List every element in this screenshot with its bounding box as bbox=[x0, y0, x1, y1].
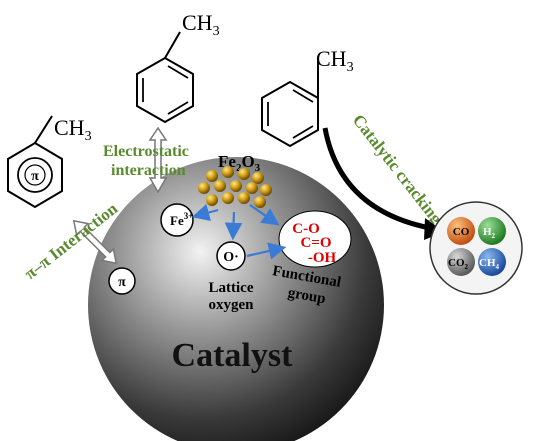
svg-text:CO2: CO2 bbox=[448, 257, 469, 271]
catalytic-cracking-label: Catalytic cracking bbox=[349, 111, 447, 228]
svg-text:CH4: CH4 bbox=[479, 257, 500, 271]
fe2o3-particle bbox=[206, 194, 218, 206]
fe2o3-particle bbox=[214, 180, 226, 192]
toluene-right: CH3 bbox=[261, 46, 354, 148]
fe2o3-label: Fe bbox=[218, 152, 236, 171]
fe3-label: Fe bbox=[170, 213, 184, 228]
ch4-label: CH bbox=[479, 257, 496, 269]
co2-label: CO bbox=[448, 257, 465, 269]
h2-molecule: H2 bbox=[478, 217, 506, 245]
electrostatic-label-line1: Electrostatic bbox=[103, 143, 189, 160]
fe3-site: Fe3+ bbox=[160, 203, 194, 237]
functional-group-c-double-o: C=O bbox=[300, 235, 331, 251]
co-molecule: CO bbox=[447, 217, 475, 245]
svg-text:Fe3+: Fe3+ bbox=[170, 211, 193, 228]
ch3-label: CH bbox=[54, 115, 85, 140]
electrostatic-double-arrow bbox=[148, 126, 168, 194]
pi-site-label: π bbox=[118, 275, 126, 290]
co2-molecule: CO2 bbox=[447, 248, 475, 276]
catalyst-label: Catalyst bbox=[172, 337, 294, 374]
product-gases: CO H2 CO2 CH4 bbox=[429, 201, 523, 295]
fe2o3-particle bbox=[260, 184, 272, 196]
fe2o3-particle bbox=[238, 192, 250, 204]
fe2o3-particle bbox=[230, 180, 242, 192]
fe2o3-particle bbox=[222, 192, 234, 204]
functional-group-bubble: C-O C=O -OH bbox=[278, 210, 352, 268]
ch4-molecule: CH4 bbox=[478, 248, 506, 276]
functional-group-co: C-O bbox=[292, 221, 320, 237]
svg-text:Fe2O3: Fe2O3 bbox=[218, 152, 261, 174]
lattice-oxygen-site: O· bbox=[216, 241, 246, 271]
electrostatic-label-line2: interaction bbox=[111, 162, 186, 179]
pi-site: π bbox=[108, 267, 136, 295]
functional-group-oh: -OH bbox=[308, 250, 337, 266]
fe2o3-particle bbox=[222, 166, 234, 178]
pi-pi-double-arrow bbox=[72, 219, 118, 265]
fe2o3-particle bbox=[206, 170, 218, 182]
lattice-label-line1: Lattice bbox=[209, 280, 254, 296]
lattice-label-line2: oxygen bbox=[209, 297, 255, 313]
blue-arrows bbox=[191, 204, 287, 260]
h2-label: H bbox=[483, 226, 492, 238]
svg-text:CH3: CH3 bbox=[316, 46, 354, 75]
toluene-left: π CH3 bbox=[7, 115, 92, 209]
fe2o3-particle bbox=[198, 182, 210, 194]
o-radical-label: O· bbox=[223, 250, 239, 265]
svg-text:CH3: CH3 bbox=[54, 115, 92, 144]
fe2o3-particle bbox=[246, 182, 258, 194]
co-label: CO bbox=[453, 226, 470, 238]
fe2o3-particle bbox=[238, 168, 250, 180]
svg-text:CH3: CH3 bbox=[182, 10, 220, 39]
ch3-subscript: 3 bbox=[85, 129, 92, 144]
ch3-subscript: 3 bbox=[347, 60, 354, 75]
ch3-label: CH bbox=[316, 46, 347, 71]
svg-text:H2: H2 bbox=[483, 226, 496, 240]
ch3-label: CH bbox=[182, 10, 213, 35]
ch3-subscript: 3 bbox=[213, 24, 220, 39]
fe2o3-particle bbox=[252, 172, 264, 184]
toluene-top-center: CH3 bbox=[136, 10, 220, 124]
fe2o3-particles bbox=[198, 166, 272, 208]
functional-label-line2: group bbox=[287, 285, 327, 307]
fe2o3-particle bbox=[254, 196, 266, 208]
pi-ring-label: π bbox=[31, 169, 39, 184]
